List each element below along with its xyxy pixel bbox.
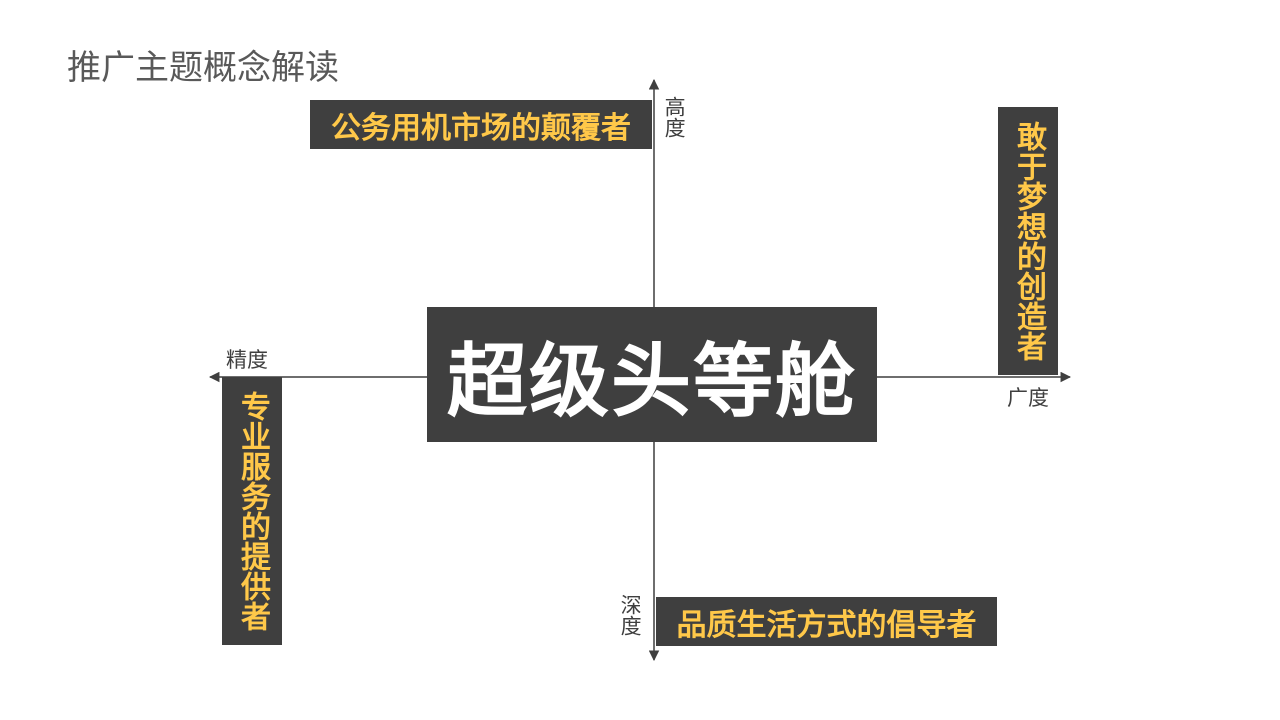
concept-box-top-left: 公务用机市场的颠覆者 [310,100,652,149]
axis-label-left: 精度 [226,348,268,372]
center-concept: 超级头等舱 [427,307,877,442]
concept-box-bottom-right: 品质生活方式的倡导者 [656,597,997,646]
concept-box-right: 敢于梦想的创造者 [998,107,1058,375]
page-title: 推广主题概念解读 [67,48,339,88]
axis-label-top: 高度 [662,96,687,138]
axis-label-bottom: 深度 [618,594,643,636]
concept-box-left: 专业服务的提供者 [222,377,282,645]
axis-label-right: 广度 [1007,386,1049,410]
